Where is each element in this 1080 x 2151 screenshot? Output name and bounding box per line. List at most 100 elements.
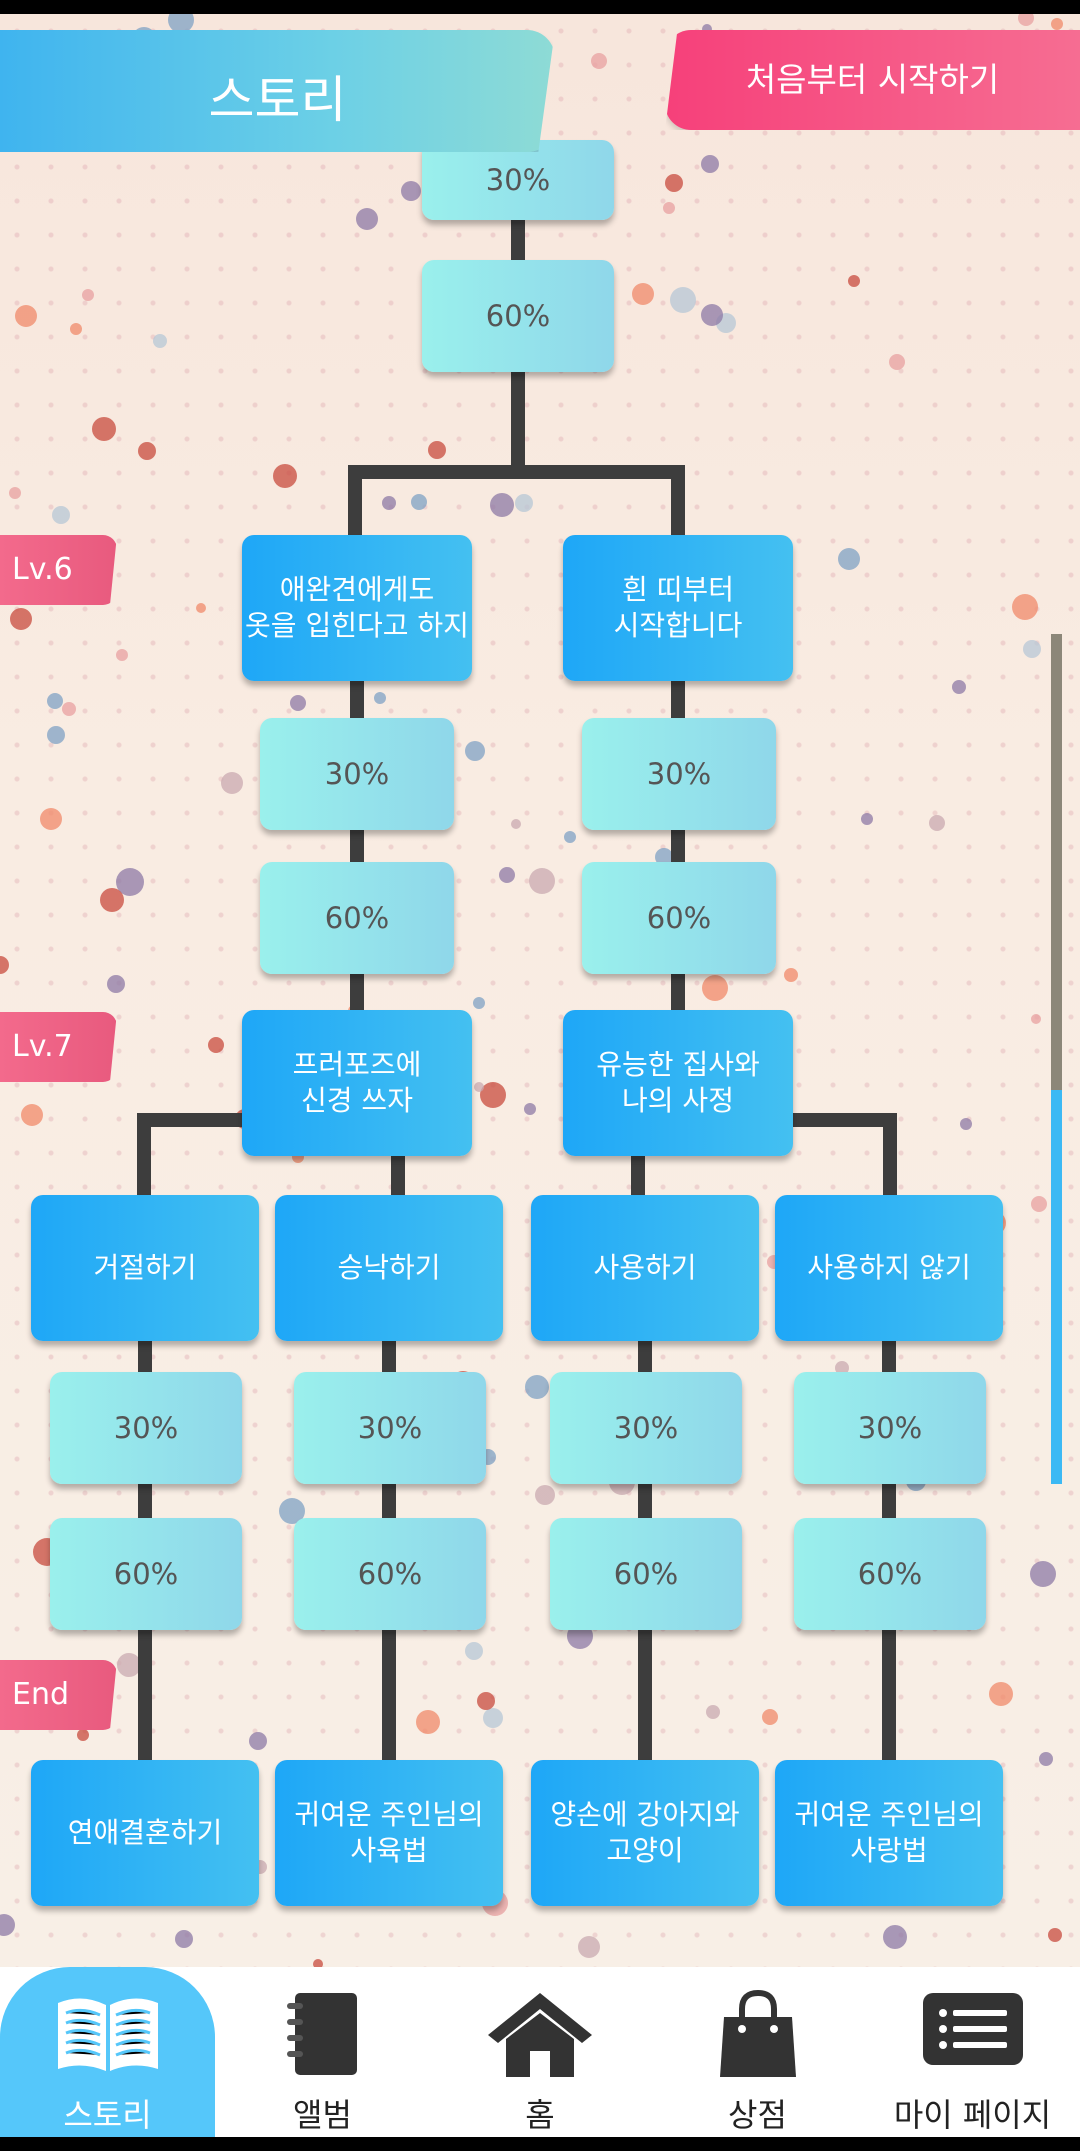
background-dot (100, 888, 124, 912)
background-dot (411, 494, 427, 510)
background-dot (701, 155, 719, 173)
ending-node-2[interactable]: 귀여운 주인님의 사육법 (275, 1760, 503, 1906)
progress-label: 60% (646, 901, 712, 935)
background-dot (77, 1729, 89, 1741)
progress-label: 60% (485, 299, 551, 333)
background-dot (138, 442, 156, 460)
nav-label: 홈 (525, 2096, 555, 2134)
background-dot (401, 181, 421, 201)
chapter-node-lv7-right[interactable]: 유능한 집사와 나의 사정 (563, 1010, 793, 1156)
choice-node-use[interactable]: 사용하기 (531, 1195, 759, 1341)
progress-node-choice1-30[interactable]: 30% (50, 1372, 242, 1484)
background-dot (952, 680, 966, 694)
background-dot (578, 1936, 600, 1958)
restart-from-beginning-button[interactable]: 처음부터 시작하기 (665, 30, 1080, 130)
background-dot (670, 287, 696, 313)
background-dot (249, 1732, 267, 1750)
background-dot (665, 174, 683, 192)
chapter-title: 유능한 집사와 나의 사정 (596, 1048, 760, 1117)
background-dot (1031, 1196, 1047, 1212)
progress-node-choice3-30[interactable]: 30% (550, 1372, 742, 1484)
background-dot (117, 1653, 141, 1677)
progress-node-top-30[interactable]: 30% (422, 140, 614, 220)
progress-node-choice4-60[interactable]: 60% (794, 1518, 986, 1630)
background-dot (21, 1104, 43, 1126)
background-dot (663, 202, 675, 214)
progress-node-choice1-60[interactable]: 60% (50, 1518, 242, 1630)
background-dot (960, 1118, 972, 1130)
background-dot (10, 608, 32, 630)
progress-label: 30% (646, 757, 712, 791)
progress-node-lv6-left-60[interactable]: 60% (260, 862, 454, 974)
background-dot (279, 1498, 305, 1524)
background-dot (273, 464, 297, 488)
chapter-node-lv6-left[interactable]: 애완견에게도 옷을 입힌다고 하지 (242, 535, 472, 681)
ending-node-3[interactable]: 양손에 강아지와 고양이 (531, 1760, 759, 1906)
background-dot (196, 603, 206, 613)
background-dot (784, 968, 798, 982)
chapter-title: 프러포즈에 신경 쓰자 (292, 1048, 422, 1117)
background-dot (929, 815, 945, 831)
background-dot (428, 441, 446, 459)
ending-node-4[interactable]: 귀여운 주인님의 사랑법 (775, 1760, 1003, 1906)
background-dot (989, 1682, 1013, 1706)
story-tree: 30% 60% Lv.6 애완견에게도 옷을 입힌다고 하지 흰 띠부터 시작합… (0, 140, 1003, 1906)
scrollbar-thumb[interactable] (1051, 1090, 1062, 1484)
background-dot (861, 813, 873, 825)
level-badge-lv7: Lv.7 (0, 1012, 117, 1082)
nav-item-home[interactable]: 홈 (430, 1967, 650, 2137)
nav-label: 앨범 (293, 2096, 352, 2134)
nav-item-story[interactable]: 스토리 (0, 1967, 215, 2137)
choice-node-reject[interactable]: 거절하기 (31, 1195, 259, 1341)
progress-node-choice4-30[interactable]: 30% (794, 1372, 986, 1484)
background-dot (40, 808, 62, 830)
progress-node-choice2-60[interactable]: 60% (294, 1518, 486, 1630)
scrollbar-track[interactable] (1051, 634, 1062, 1484)
background-dot (116, 868, 144, 896)
page-title: 스토리 (208, 71, 347, 129)
choice-node-accept[interactable]: 승낙하기 (275, 1195, 503, 1341)
background-dot (1048, 1928, 1062, 1942)
background-dot (499, 867, 515, 883)
bottom-nav: 스토리 앨범 홈 상점 마이 페이지 (0, 1967, 1080, 2137)
progress-label: 60% (857, 1557, 923, 1591)
background-dot (374, 692, 386, 704)
nav-item-album[interactable]: 앨범 (215, 1967, 430, 2137)
system-nav-bar (0, 2137, 1080, 2151)
chapter-node-lv7-left[interactable]: 프러포즈에 신경 쓰자 (242, 1010, 472, 1156)
ending-title: 양손에 강아지와 고양이 (550, 1798, 740, 1867)
background-dot (535, 1485, 555, 1505)
choice-node-not-use[interactable]: 사용하지 않기 (775, 1195, 1003, 1341)
nav-item-shop[interactable]: 상점 (650, 1967, 865, 2137)
progress-node-lv6-left-30[interactable]: 30% (260, 718, 454, 830)
nav-label: 마이 페이지 (893, 2096, 1052, 2134)
chapter-node-lv6-right[interactable]: 흰 띠부터 시작합니다 (563, 535, 793, 681)
background-dot (47, 726, 65, 744)
background-dot (889, 354, 905, 370)
progress-node-lv6-right-60[interactable]: 60% (582, 862, 776, 974)
progress-label: 60% (613, 1557, 679, 1591)
choice-title: 사용하지 않기 (807, 1251, 971, 1284)
background-dot (382, 496, 396, 510)
background-dot (702, 975, 728, 1001)
progress-label: 30% (485, 163, 551, 197)
background-dot (208, 1037, 224, 1053)
ending-node-1[interactable]: 연애결혼하기 (31, 1760, 259, 1906)
progress-node-lv6-right-30[interactable]: 30% (582, 718, 776, 830)
background-dot (116, 649, 128, 661)
progress-node-choice2-30[interactable]: 30% (294, 1372, 486, 1484)
background-dot (1030, 1561, 1056, 1587)
nav-item-my-page[interactable]: 마이 페이지 (865, 1967, 1080, 2137)
shop-bag-icon (719, 1989, 796, 2077)
background-dot (356, 208, 378, 230)
ending-title: 귀여운 주인님의 사랑법 (794, 1798, 984, 1867)
background-dot (762, 1709, 778, 1725)
background-dot (848, 275, 860, 287)
progress-node-top-60[interactable]: 60% (422, 260, 614, 372)
list-icon (922, 1993, 1023, 2065)
progress-label: 30% (357, 1411, 423, 1445)
progress-node-choice3-60[interactable]: 60% (550, 1518, 742, 1630)
background-dot (0, 1914, 15, 1936)
ending-title: 귀여운 주인님의 사육법 (294, 1798, 484, 1867)
background-dot (835, 1361, 849, 1375)
